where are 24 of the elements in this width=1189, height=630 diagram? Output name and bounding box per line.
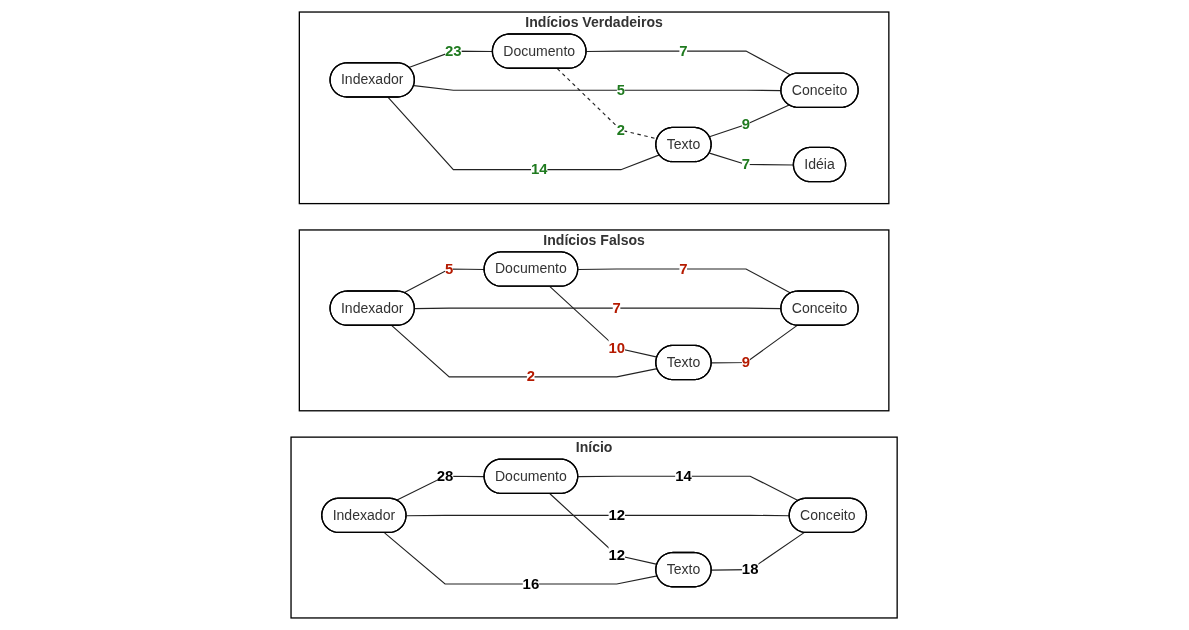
- edge-label: 16: [523, 575, 540, 593]
- edge-label: 9: [742, 353, 751, 371]
- edge-label: 23: [445, 42, 463, 60]
- edge-label: 7: [679, 260, 689, 278]
- connector: [709, 104, 791, 138]
- edge-label: 18: [742, 561, 759, 578]
- edge-label: 12: [608, 506, 626, 524]
- edge-label: 7: [613, 299, 622, 317]
- edge-label: 5: [617, 81, 626, 99]
- edge-label: 2: [617, 121, 626, 139]
- edge-label: 14: [531, 161, 548, 178]
- edge-label: 2: [527, 368, 536, 385]
- connector: [586, 50, 792, 76]
- edge-label: 7: [742, 155, 751, 173]
- edge-label: 12: [608, 546, 626, 564]
- connector: [711, 325, 798, 364]
- connector: [711, 532, 806, 571]
- edge-label: 14: [675, 467, 693, 485]
- edge-label: 7: [679, 42, 689, 60]
- edge-label: 9: [742, 116, 751, 133]
- edge-label: 28: [437, 467, 454, 485]
- edge-label: 10: [608, 339, 626, 357]
- edge-label: 5: [445, 260, 454, 278]
- connector: [387, 96, 661, 171]
